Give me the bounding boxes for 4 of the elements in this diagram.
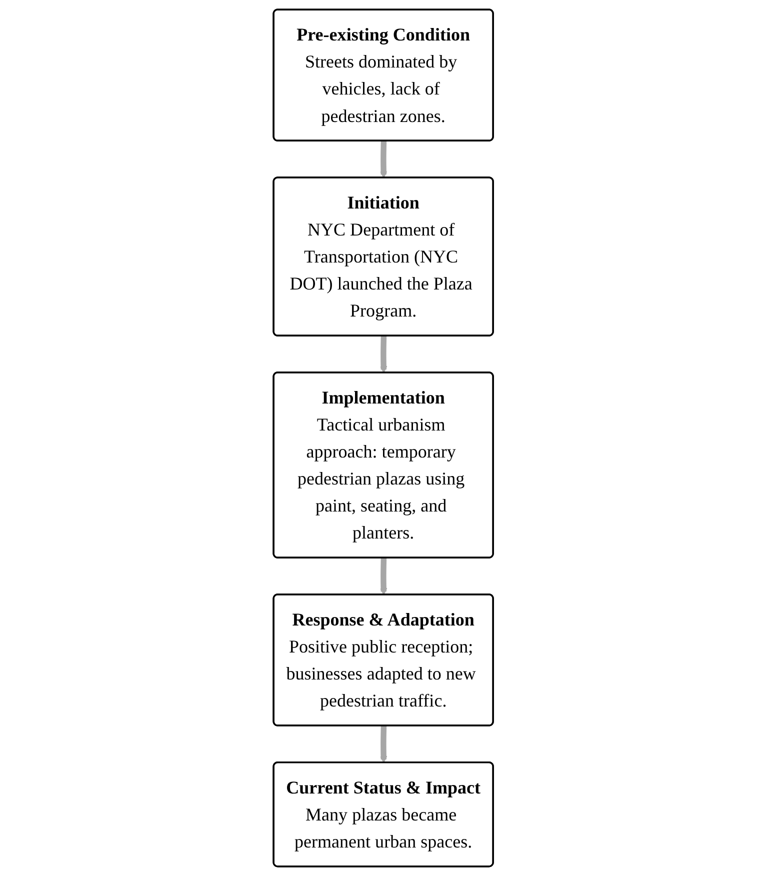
arrow <box>380 726 387 764</box>
arrow <box>380 558 387 596</box>
arrow <box>380 141 387 178</box>
arrow <box>380 336 387 374</box>
